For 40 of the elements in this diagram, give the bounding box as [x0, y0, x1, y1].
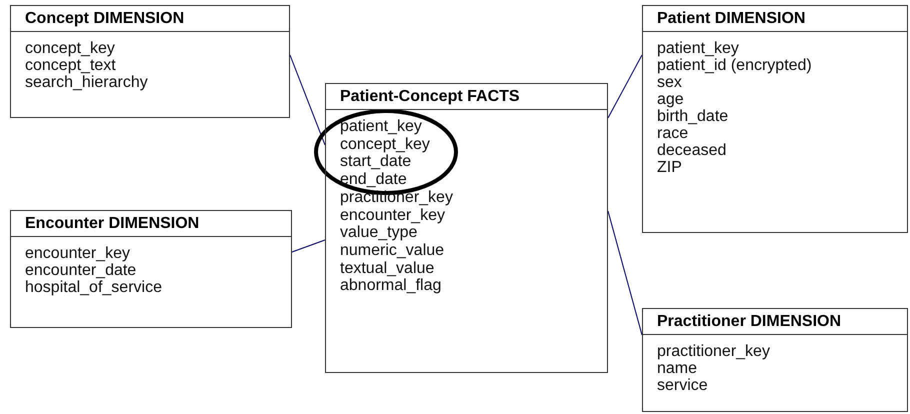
- table-box: [10, 210, 292, 328]
- field-name: encounter_date: [25, 262, 136, 279]
- table-box: [642, 308, 908, 412]
- field-name: hospital_of_service: [25, 279, 162, 296]
- field-name: concept_text: [25, 57, 116, 74]
- field-name: deceased: [657, 142, 726, 159]
- field-name: end_date: [340, 171, 407, 189]
- table-heading: Encounter DIMENSION: [11, 211, 291, 237]
- field-name: age: [657, 91, 684, 108]
- field-name: concept_key: [340, 136, 430, 154]
- field-name: patient_key: [657, 40, 739, 57]
- field-name: service: [657, 377, 708, 394]
- field-name: value_type: [340, 224, 418, 242]
- field-name: ZIP: [657, 159, 682, 176]
- field-name: search_hierarchy: [25, 74, 148, 91]
- table-heading: Concept DIMENSION: [11, 6, 289, 32]
- table-box: [10, 5, 290, 118]
- field-name: practitioner_key: [657, 343, 770, 360]
- field-name: sex: [657, 74, 682, 91]
- connector-line: [608, 54, 642, 118]
- field-name: race: [657, 125, 688, 142]
- field-name: patient_key: [340, 118, 422, 136]
- connector-line: [292, 240, 326, 252]
- field-name: practitioner_key: [340, 188, 453, 207]
- field-name: birth_date: [657, 108, 728, 125]
- field-name: abnormal_flag: [340, 277, 442, 296]
- field-name: textual_value: [340, 260, 434, 278]
- field-name: encounter_key: [25, 245, 130, 262]
- table-heading: Patient-Concept FACTS: [326, 84, 607, 110]
- field-name: encounter_key: [340, 206, 445, 224]
- table-box: [642, 5, 908, 233]
- table-box: [325, 83, 608, 373]
- field-name: start_date: [340, 153, 412, 172]
- table-heading: Patient DIMENSION: [643, 6, 907, 32]
- field-name: patient_id (encrypted): [657, 57, 812, 74]
- table-heading: Practitioner DIMENSION: [643, 309, 907, 335]
- field-name: concept_key: [25, 40, 115, 57]
- field-name: numeric_value: [340, 242, 444, 260]
- connector-line: [608, 210, 642, 336]
- field-name: name: [657, 360, 698, 377]
